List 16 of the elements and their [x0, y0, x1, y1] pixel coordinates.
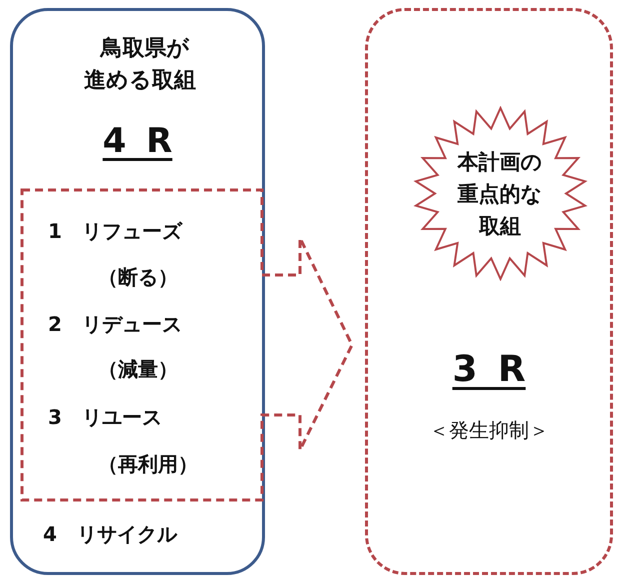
heading-text: 3 R — [451, 349, 527, 391]
list-item: 3 リユース — [48, 404, 162, 431]
starburst-shape — [413, 106, 588, 281]
list-item: 1 リフューズ — [48, 218, 182, 245]
rounded-panel — [10, 8, 265, 575]
heading-text: 4 R — [102, 121, 174, 161]
list-item: （再利用） — [98, 451, 198, 478]
callout-text: 本計画の重点的な取組 — [456, 149, 544, 240]
list-item: （断る） — [98, 264, 178, 291]
list-item: （減量） — [98, 356, 178, 383]
dashed-rounded-panel — [365, 8, 613, 575]
dashed-arrow-frame — [20, 188, 356, 504]
subtitle-text: ＜発生抑制＞ — [428, 417, 550, 444]
list-item: 2 リデュース — [48, 311, 182, 338]
list-item: 4 リサイクル — [43, 521, 177, 548]
title-text: 鳥取県が進める取組 — [83, 35, 197, 95]
